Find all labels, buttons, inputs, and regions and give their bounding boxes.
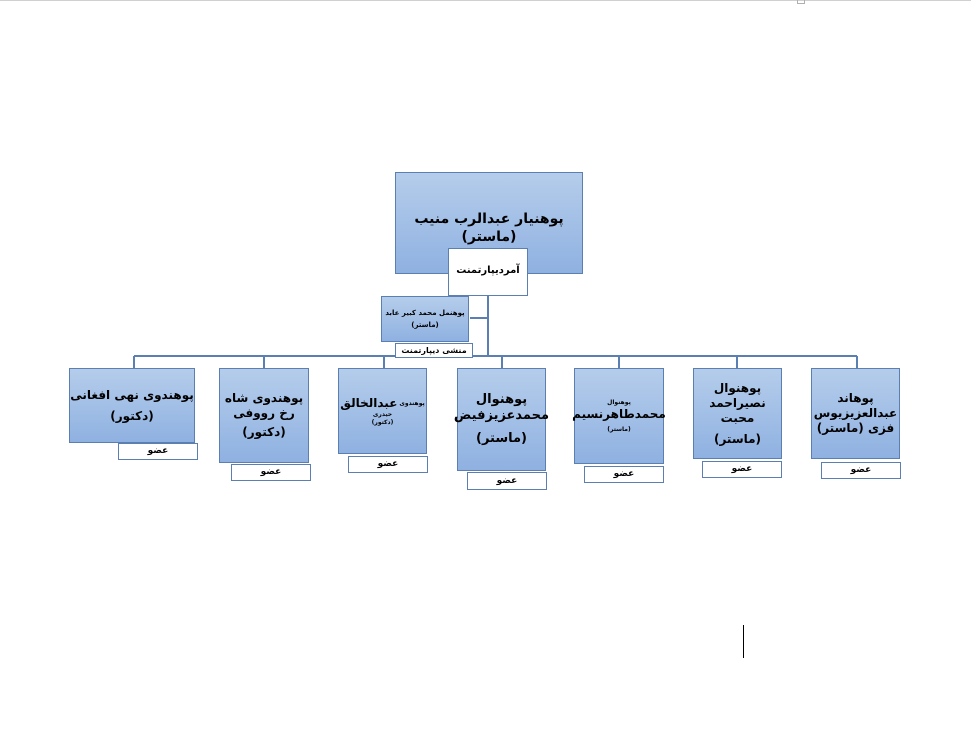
member-node-7[interactable]: پوهاند عبدالعزیزیوس فزی (ماستر) [811,368,900,459]
member-3-line-4: (دکتور) [371,418,394,426]
text-cursor [743,625,744,658]
member-node-4[interactable]: پوهنوال محمدعزیزفیض (ماستر) [453,368,550,471]
member-7-line-2: عبدالعزیزیوس [813,406,898,420]
member-7-role: عضو [821,462,901,479]
page-top-border [0,0,971,1]
member-3-line-2: عبدالخالق [340,396,398,410]
member-2-line-3: (دکتور) [242,425,286,439]
member-6-line-3: (ماستر) [713,431,762,446]
member-5-role: عضو [584,466,664,483]
member-1-line-2: (دکتور) [110,408,154,423]
member-node-6[interactable]: پوهنوال نصیراحمد محبت (ماستر) [693,368,782,459]
member-1-role: عضو [118,443,198,460]
member-4-role: عضو [467,472,547,490]
member-6-line-2: نصیراحمد محبت [709,395,766,425]
member-4-line-2: محمدعزیزفیض [453,408,550,424]
member-7-line-3: فزی (ماستر) [816,421,895,435]
member-5-line-2: محمدطاهرنسیم [572,406,666,421]
member-4-line-1: پوهنوال [475,392,528,408]
head-name: پوهنیار عبدالرب منیب (ماستر) [414,211,564,245]
member-3-role: عضو [348,456,428,473]
member-1-line-1: پوهندوی نهی افغانی [70,387,194,402]
secretary-degree: (ماستر) [411,320,439,329]
member-node-2[interactable]: پوهندوی شاه رخ رووفی (دکتور) [219,368,309,463]
member-7-line-1: پوهاند [837,391,874,405]
member-4-line-3: (ماستر) [476,430,527,446]
member-6-line-1: پوهنوال [713,380,762,395]
member-6-role: عضو [702,461,782,478]
member-5-line-3: (ماستر) [607,425,631,433]
page-corner-mark [797,0,805,4]
member-node-1[interactable]: پوهندوی نهی افغانی (دکتور) [69,368,195,443]
member-3-line-1: پوهندوی [399,399,425,407]
member-2-role: عضو [231,464,311,481]
member-2-line-2: رخ رووفی [233,406,295,420]
secretary-node[interactable]: پوهنمل محمد کبیر عابد (ماستر) [381,296,469,342]
member-5-line-1: پوهنوال [607,399,631,406]
member-3-line-3: حیدری [372,411,393,418]
member-node-5[interactable]: پوهنوال محمدطاهرنسیم (ماستر) [572,368,666,464]
head-role-label: آمردیپارتمنت [448,248,528,296]
secretary-role-label: منشی دیپارتمنت [395,343,473,358]
secretary-name: پوهنمل محمد کبیر عابد [385,308,465,317]
member-node-3[interactable]: پوهندوی عبدالخالق حیدری (دکتور) [338,368,427,454]
member-2-line-1: پوهندوی شاه [224,391,304,405]
